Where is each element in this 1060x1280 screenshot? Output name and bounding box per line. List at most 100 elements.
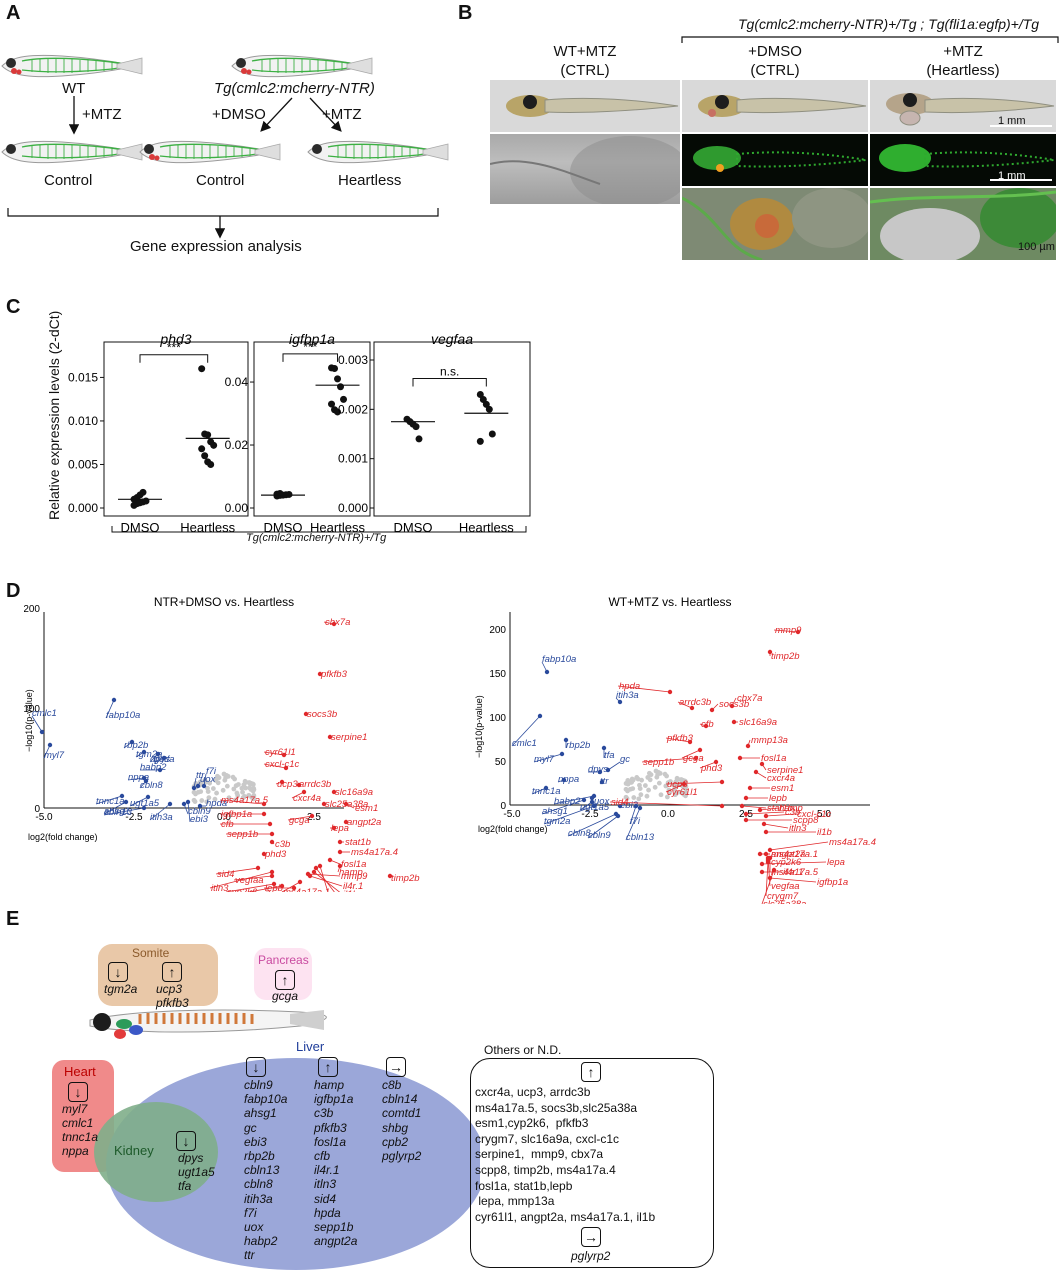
gene-leader-line [741,805,767,809]
gene-leader-line [193,777,197,789]
gene-label: il4r.1 [343,881,363,892]
background-point [627,786,633,792]
gene-leader-line [209,871,273,889]
gene-label: cbln8 [140,780,163,791]
gene-leader-line [271,841,275,845]
photo-mtz-brightfield [870,80,1056,132]
volcano-title: NTR+DMSO vs. Heartless [154,595,294,609]
gene-label: cbx7a [737,693,762,704]
gene-label: crygm7 [767,891,799,902]
somite-down-genes: tgm2a [104,982,138,996]
gene-label: ms4a17a.4 [351,847,398,858]
up-gene-point [731,719,737,725]
gene-label: lepa [827,857,845,868]
significance-label: *** [167,341,181,355]
gene-leader-line [763,823,789,829]
background-point [656,780,662,786]
gene-label: tgm2a [544,816,570,827]
gene-leader-line [149,803,171,821]
kidney-genes: dpys ugt1a5 tfa [178,1151,215,1193]
gene-leader-line [139,780,147,789]
y-tick-label: 200 [24,604,40,615]
kidney-label: Kidney [114,1143,154,1158]
gene-leader-line [747,739,751,747]
gene-label: crygm7 [239,889,271,892]
gene-leader-line [745,811,785,815]
y-axis-label: −log10(p-value) [24,689,34,752]
background-point [652,784,658,790]
gene-label: slc25a38a [763,899,806,904]
up-gene-point [261,851,267,857]
gene-label: gctfa [154,754,175,765]
volcano-title: WT+MTZ vs. Heartless [608,595,731,609]
x-tick-label: -2.5 [125,812,143,823]
x-axis-label: log2(fold change) [478,824,548,834]
gene-leader-line [615,697,621,703]
up-gene-point [771,867,777,873]
kidney-ellipse [94,1102,218,1202]
gene-leader-line [153,757,165,763]
x-tick-label: 0.0 [661,809,675,820]
gene-leader-line [95,795,123,805]
background-point [231,786,237,792]
gene-leader-line [769,877,817,883]
up-gene-point [327,857,333,863]
gene-leader-line [31,715,43,733]
data-point [142,497,150,505]
gene-label: ttr [196,770,205,781]
data-point [412,423,420,431]
data-point [276,490,284,498]
gene-label: sid4 [217,869,234,880]
liver-flat-icon: → [386,1057,406,1077]
up-gene-point [729,703,735,709]
gene-label: angpt2a [347,817,381,828]
gene-leader-line [607,761,621,771]
gene-leader-line [215,867,259,875]
gene-leader-line [617,685,671,693]
col2-title-b: (CTRL) [750,62,800,79]
gene-leader-line [345,803,355,809]
gene-leader-line [297,783,300,786]
pancreas-genes: gcga [272,989,299,1003]
gene-label: fosl1a [341,859,366,870]
up-gene-point [279,883,285,889]
gene-label: cyr61l1 [265,747,296,758]
background-point [240,795,246,801]
gene-leader-line [225,883,275,892]
gene-leader-line [731,697,737,707]
gene-label: cbln13 [626,832,655,843]
background-point [645,775,651,780]
background-point [236,782,241,787]
gene-label: uox [594,796,611,807]
gene-label: arrdc3b [299,779,331,790]
data-point [328,400,336,408]
plot-title: phd3 [159,331,191,347]
background-point [199,798,205,803]
others-gene-line: cyr61l1, angpt2a, ms4a17a.1, il1b [475,1209,656,1224]
gene-label: hpda [619,681,640,692]
up-gene-point [269,869,275,875]
background-point [639,777,645,783]
col1-title: WT+MTZ (CTRL) [490,42,680,80]
gene-label: timp2b [391,873,420,884]
gene-leader-line [629,805,637,825]
gene-label: timp2b [771,651,800,662]
somite-down-icon: ↓ [108,962,128,982]
y-tick-label: 0.005 [68,457,98,471]
gene-leader-line [337,865,341,873]
up-gene-point [745,743,751,749]
gene-label: cbln9 [588,830,611,841]
background-point [675,776,681,782]
up-gene-point [271,881,277,887]
gene-leader-line [765,813,797,817]
gene-label: scpp8 [793,815,819,826]
gene-label: sepp1b [227,829,258,840]
photo-dmso-heart-closeup [682,188,868,260]
up-gene-point [757,807,763,813]
data-point [415,435,423,443]
data-point [285,490,293,498]
gene-label: cyp2k6 [771,857,802,868]
gene-leader-line [183,803,189,815]
others-gene-line: scpp8, timp2b, ms4a17a.4 [475,1162,616,1177]
